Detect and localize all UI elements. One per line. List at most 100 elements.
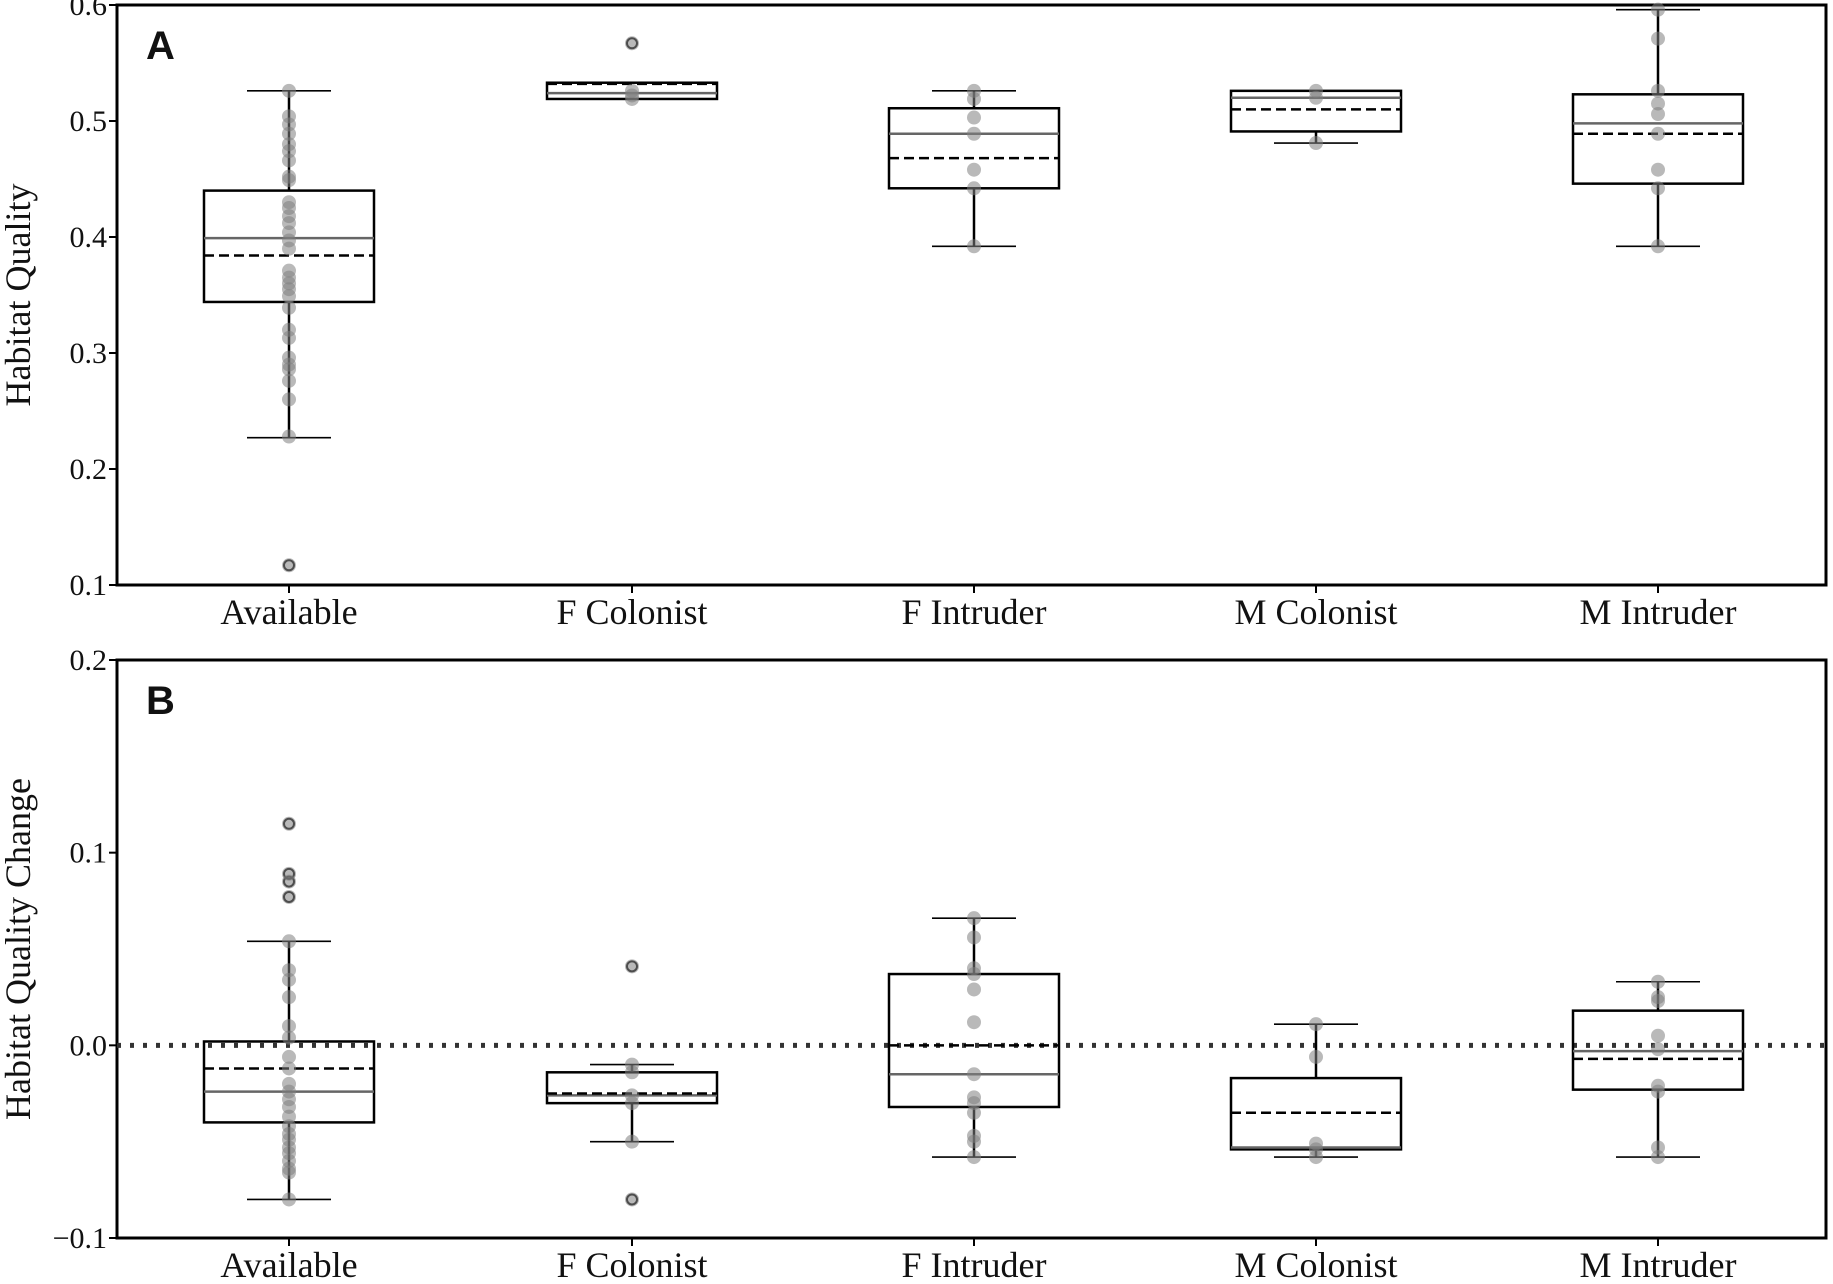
data-point [282, 173, 296, 188]
data-point [967, 1150, 981, 1165]
panel-b-frame [115, 658, 1828, 1240]
data-point [1651, 974, 1665, 989]
data-point [282, 1109, 296, 1124]
y-tick-label: 0.6 [70, 0, 108, 22]
data-point [282, 558, 296, 573]
panel-a-frame [115, 3, 1828, 587]
data-point [282, 816, 296, 831]
data-point [282, 241, 296, 256]
data-point [1309, 1150, 1323, 1165]
data-point [625, 91, 639, 106]
y-tick-label: 0.1 [70, 569, 108, 602]
data-point [625, 1096, 639, 1111]
data-point [1309, 1017, 1323, 1032]
data-point [282, 1099, 296, 1114]
x-tick-label: F Intruder [902, 592, 1047, 632]
data-point [967, 91, 981, 106]
data-point [1651, 31, 1665, 46]
x-tick-label: F Colonist [556, 592, 707, 632]
panel-a-y-axis-label: Habitat Quality [0, 184, 38, 407]
data-point [282, 153, 296, 168]
data-point [282, 1019, 296, 1034]
data-point [967, 1096, 981, 1111]
data-point [967, 239, 981, 254]
data-point [1651, 239, 1665, 254]
data-point [282, 963, 296, 978]
data-point [625, 1065, 639, 1080]
y-tick-label: 0.1 [70, 837, 108, 870]
data-point [967, 1134, 981, 1149]
data-point [282, 300, 296, 315]
data-point [1651, 1084, 1665, 1099]
y-tick-label: 0.2 [70, 644, 108, 677]
data-point [282, 1192, 296, 1207]
data-point [1651, 1028, 1665, 1043]
data-point [1651, 2, 1665, 17]
data-point [282, 429, 296, 444]
x-tick-label: M Colonist [1234, 1245, 1397, 1284]
data-point [625, 36, 639, 51]
x-tick-label: M Intruder [1580, 592, 1737, 632]
y-tick-label: 0.3 [70, 337, 108, 370]
data-point [1651, 1140, 1665, 1155]
data-point [282, 889, 296, 904]
panel-b-letter: B [146, 679, 175, 723]
data-point [282, 392, 296, 407]
x-tick-label: F Intruder [902, 1245, 1047, 1284]
x-tick-label: Available [220, 1245, 357, 1284]
panel-b-y-axis-label: Habitat Quality Change [0, 778, 38, 1120]
data-point [967, 1015, 981, 1030]
x-tick-label: F Colonist [556, 1245, 707, 1284]
data-point [282, 289, 296, 304]
y-tick-label: 0.4 [70, 221, 108, 254]
data-point [282, 362, 296, 377]
data-point [282, 1061, 296, 1076]
panel-a-letter: A [146, 24, 175, 68]
box-f-colonist [545, 960, 719, 1206]
data-point [967, 930, 981, 945]
data-point [1651, 181, 1665, 196]
y-tick-label: 0.2 [70, 453, 108, 486]
y-tick-label: 0.0 [70, 1029, 108, 1062]
y-tick-label: −0.1 [53, 1222, 107, 1255]
box-f-intruder [887, 917, 1061, 1158]
data-point [967, 1067, 981, 1082]
data-point [282, 1165, 296, 1180]
box-m-intruder [1571, 980, 1745, 1158]
data-point [625, 959, 639, 974]
data-point [282, 330, 296, 345]
data-point [1651, 126, 1665, 141]
data-point [282, 972, 296, 987]
data-point [282, 373, 296, 388]
data-point [282, 934, 296, 949]
data-point [1651, 1150, 1665, 1165]
data-point [1309, 1049, 1323, 1064]
data-point [282, 1049, 296, 1064]
data-point [625, 1192, 639, 1207]
data-point [1651, 96, 1665, 111]
data-point [967, 982, 981, 997]
x-tick-label: M Colonist [1234, 592, 1397, 632]
data-point [282, 874, 296, 889]
x-tick-label: Available [220, 592, 357, 632]
data-point [1651, 162, 1665, 177]
data-point [1309, 90, 1323, 105]
data-point [1651, 994, 1665, 1009]
data-point [282, 126, 296, 141]
x-tick-label: M Intruder [1580, 1245, 1737, 1284]
data-point [967, 911, 981, 926]
data-point [967, 162, 981, 177]
data-point [282, 990, 296, 1005]
data-point [1651, 107, 1665, 122]
data-point [1651, 1042, 1665, 1057]
data-point [625, 1134, 639, 1149]
data-point [967, 1105, 981, 1120]
data-point [967, 126, 981, 141]
data-point [1651, 83, 1665, 98]
y-tick-label: 0.5 [70, 105, 108, 138]
data-point [967, 967, 981, 982]
data-point [967, 181, 981, 196]
